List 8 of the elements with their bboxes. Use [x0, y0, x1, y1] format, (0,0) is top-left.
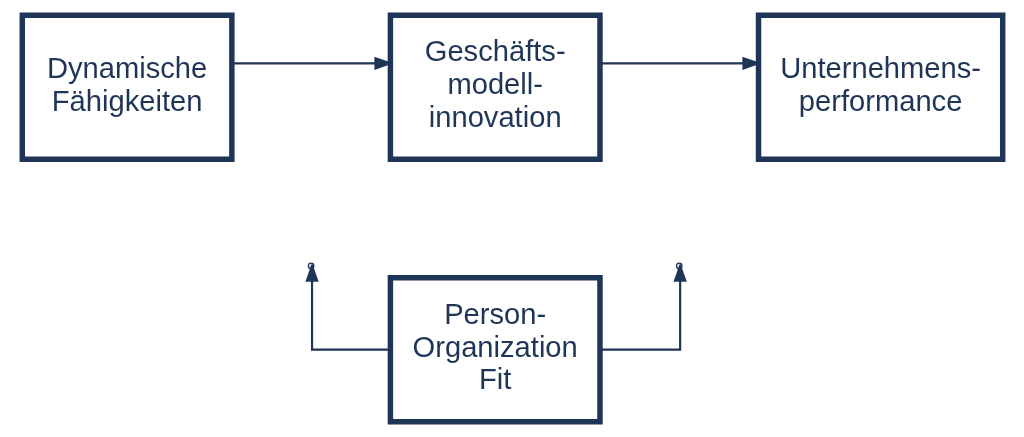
arrow — [599, 56, 761, 70]
arrow — [231, 56, 393, 70]
node-box: Dynamische Fähigkeiten — [19, 12, 235, 162]
node-box: Unternehmens- performance — [755, 12, 1005, 162]
node-box: Person- Organization Fit — [387, 275, 603, 425]
node-box: Geschäfts- modell- innovation — [387, 12, 603, 162]
arrow — [599, 262, 687, 351]
arrow — [304, 262, 390, 351]
